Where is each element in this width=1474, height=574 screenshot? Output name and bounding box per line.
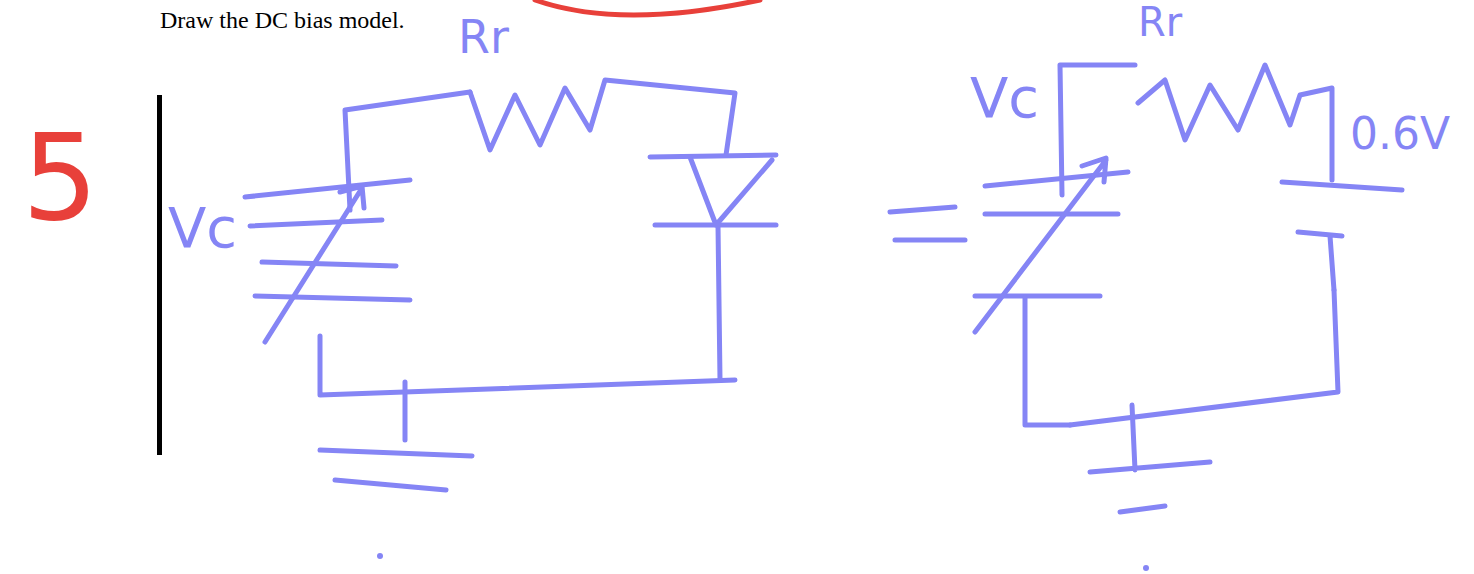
capacitor-plate <box>250 220 382 226</box>
wire <box>718 225 720 380</box>
voltage-value: 0.6V <box>1350 112 1450 156</box>
battery-symbol <box>1282 182 1402 190</box>
wire <box>1025 298 1070 425</box>
diode-symbol <box>650 155 776 157</box>
resistor-symbol <box>470 80 735 155</box>
resistor-label: Rr <box>1138 2 1182 42</box>
resistor-label: Rr <box>458 14 509 60</box>
answer-bar <box>157 95 162 455</box>
voltage-label: Vc <box>168 200 237 256</box>
variable-arrow <box>975 158 1106 332</box>
resistor-symbol <box>1138 65 1332 180</box>
capacitor-plate <box>255 296 410 300</box>
diode-symbol <box>690 157 772 225</box>
voltage-label: Vc <box>970 70 1039 126</box>
red-mark <box>535 0 760 15</box>
battery-symbol <box>1298 232 1342 290</box>
variable-arrow <box>265 186 364 342</box>
wire <box>320 336 735 395</box>
capacitor-plate <box>245 180 410 197</box>
ground-symbol <box>320 382 472 490</box>
score-mark: 5 <box>22 118 98 238</box>
instruction-text: Draw the DC bias model. <box>160 8 405 32</box>
capacitor-plate <box>890 207 965 240</box>
ground-symbol <box>1090 405 1210 512</box>
capacitor-plate <box>262 262 396 266</box>
wire <box>1070 290 1338 425</box>
